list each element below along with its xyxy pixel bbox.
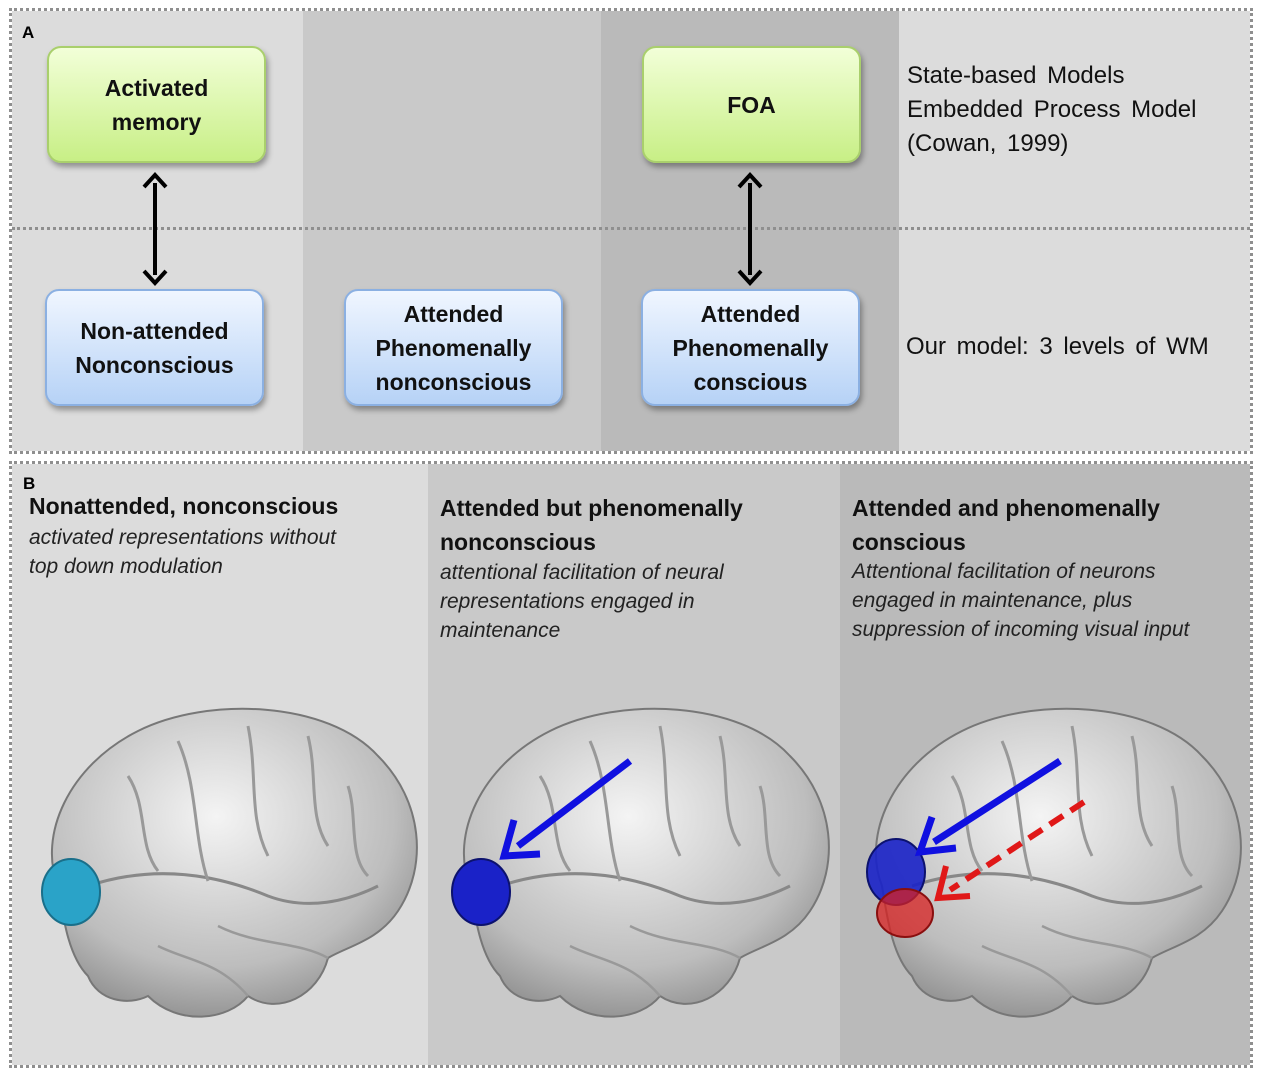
suppression-arrow <box>948 799 1086 893</box>
column-1-description: activated representations without top do… <box>29 526 337 578</box>
state-based-models-text: State-based Models Embedded Process Mode… <box>907 62 1197 157</box>
foa-box: FOA <box>642 46 861 163</box>
brain-illustration-3 <box>866 707 1242 1018</box>
attention-arrowhead <box>914 815 957 857</box>
attention-arrow <box>932 758 1062 845</box>
activated-memory-label: Activated memory <box>104 74 209 135</box>
non-attended-label: Non-attended Nonconscious <box>75 317 234 378</box>
blue-region-marker <box>451 858 511 926</box>
column-3-heading: Attended and phenomenally conscious <box>852 495 1160 555</box>
foa-label: FOA <box>727 91 776 118</box>
brain-illustration-1 <box>41 707 418 1018</box>
attended-conscious-label: Attended Phenomenally conscious <box>672 300 829 395</box>
activated-memory-box: Activated memory <box>47 46 266 163</box>
column-3-description: Attentional facilitation of neurons enga… <box>852 560 1190 641</box>
panel-a-label: A <box>22 23 35 42</box>
attention-arrowhead <box>499 819 541 860</box>
attention-arrow <box>515 758 633 849</box>
double-arrow-right <box>737 172 763 286</box>
non-attended-box: Non-attended Nonconscious <box>45 289 264 406</box>
cyan-region-marker <box>41 858 101 926</box>
panel-b: B Nonattended, nonconscious activated re… <box>9 461 1253 1068</box>
panel-a-column-4 <box>899 11 1250 451</box>
attended-conscious-box: Attended Phenomenally conscious <box>641 289 860 406</box>
column-2-heading: Attended but phenomenally nonconscious <box>440 495 743 555</box>
suppression-arrowhead <box>934 865 971 902</box>
panel-a: A Activated memory FOA Non-attended Nonc… <box>9 8 1253 454</box>
red-region-marker <box>876 888 934 938</box>
attended-nonconscious-box: Attended Phenomenally nonconscious <box>344 289 563 406</box>
double-arrow-left <box>142 172 168 286</box>
panel-a-divider <box>12 227 1250 230</box>
brain-illustration-2 <box>451 707 830 1018</box>
column-1-heading: Nonattended, nonconscious <box>29 493 339 519</box>
our-model-text: Our model: 3 levels of WM <box>906 333 1209 360</box>
attended-nonconscious-label: Attended Phenomenally nonconscious <box>375 300 532 395</box>
column-2-description: attentional facilitation of neural repre… <box>440 561 724 642</box>
panel-b-label: B <box>23 474 36 493</box>
